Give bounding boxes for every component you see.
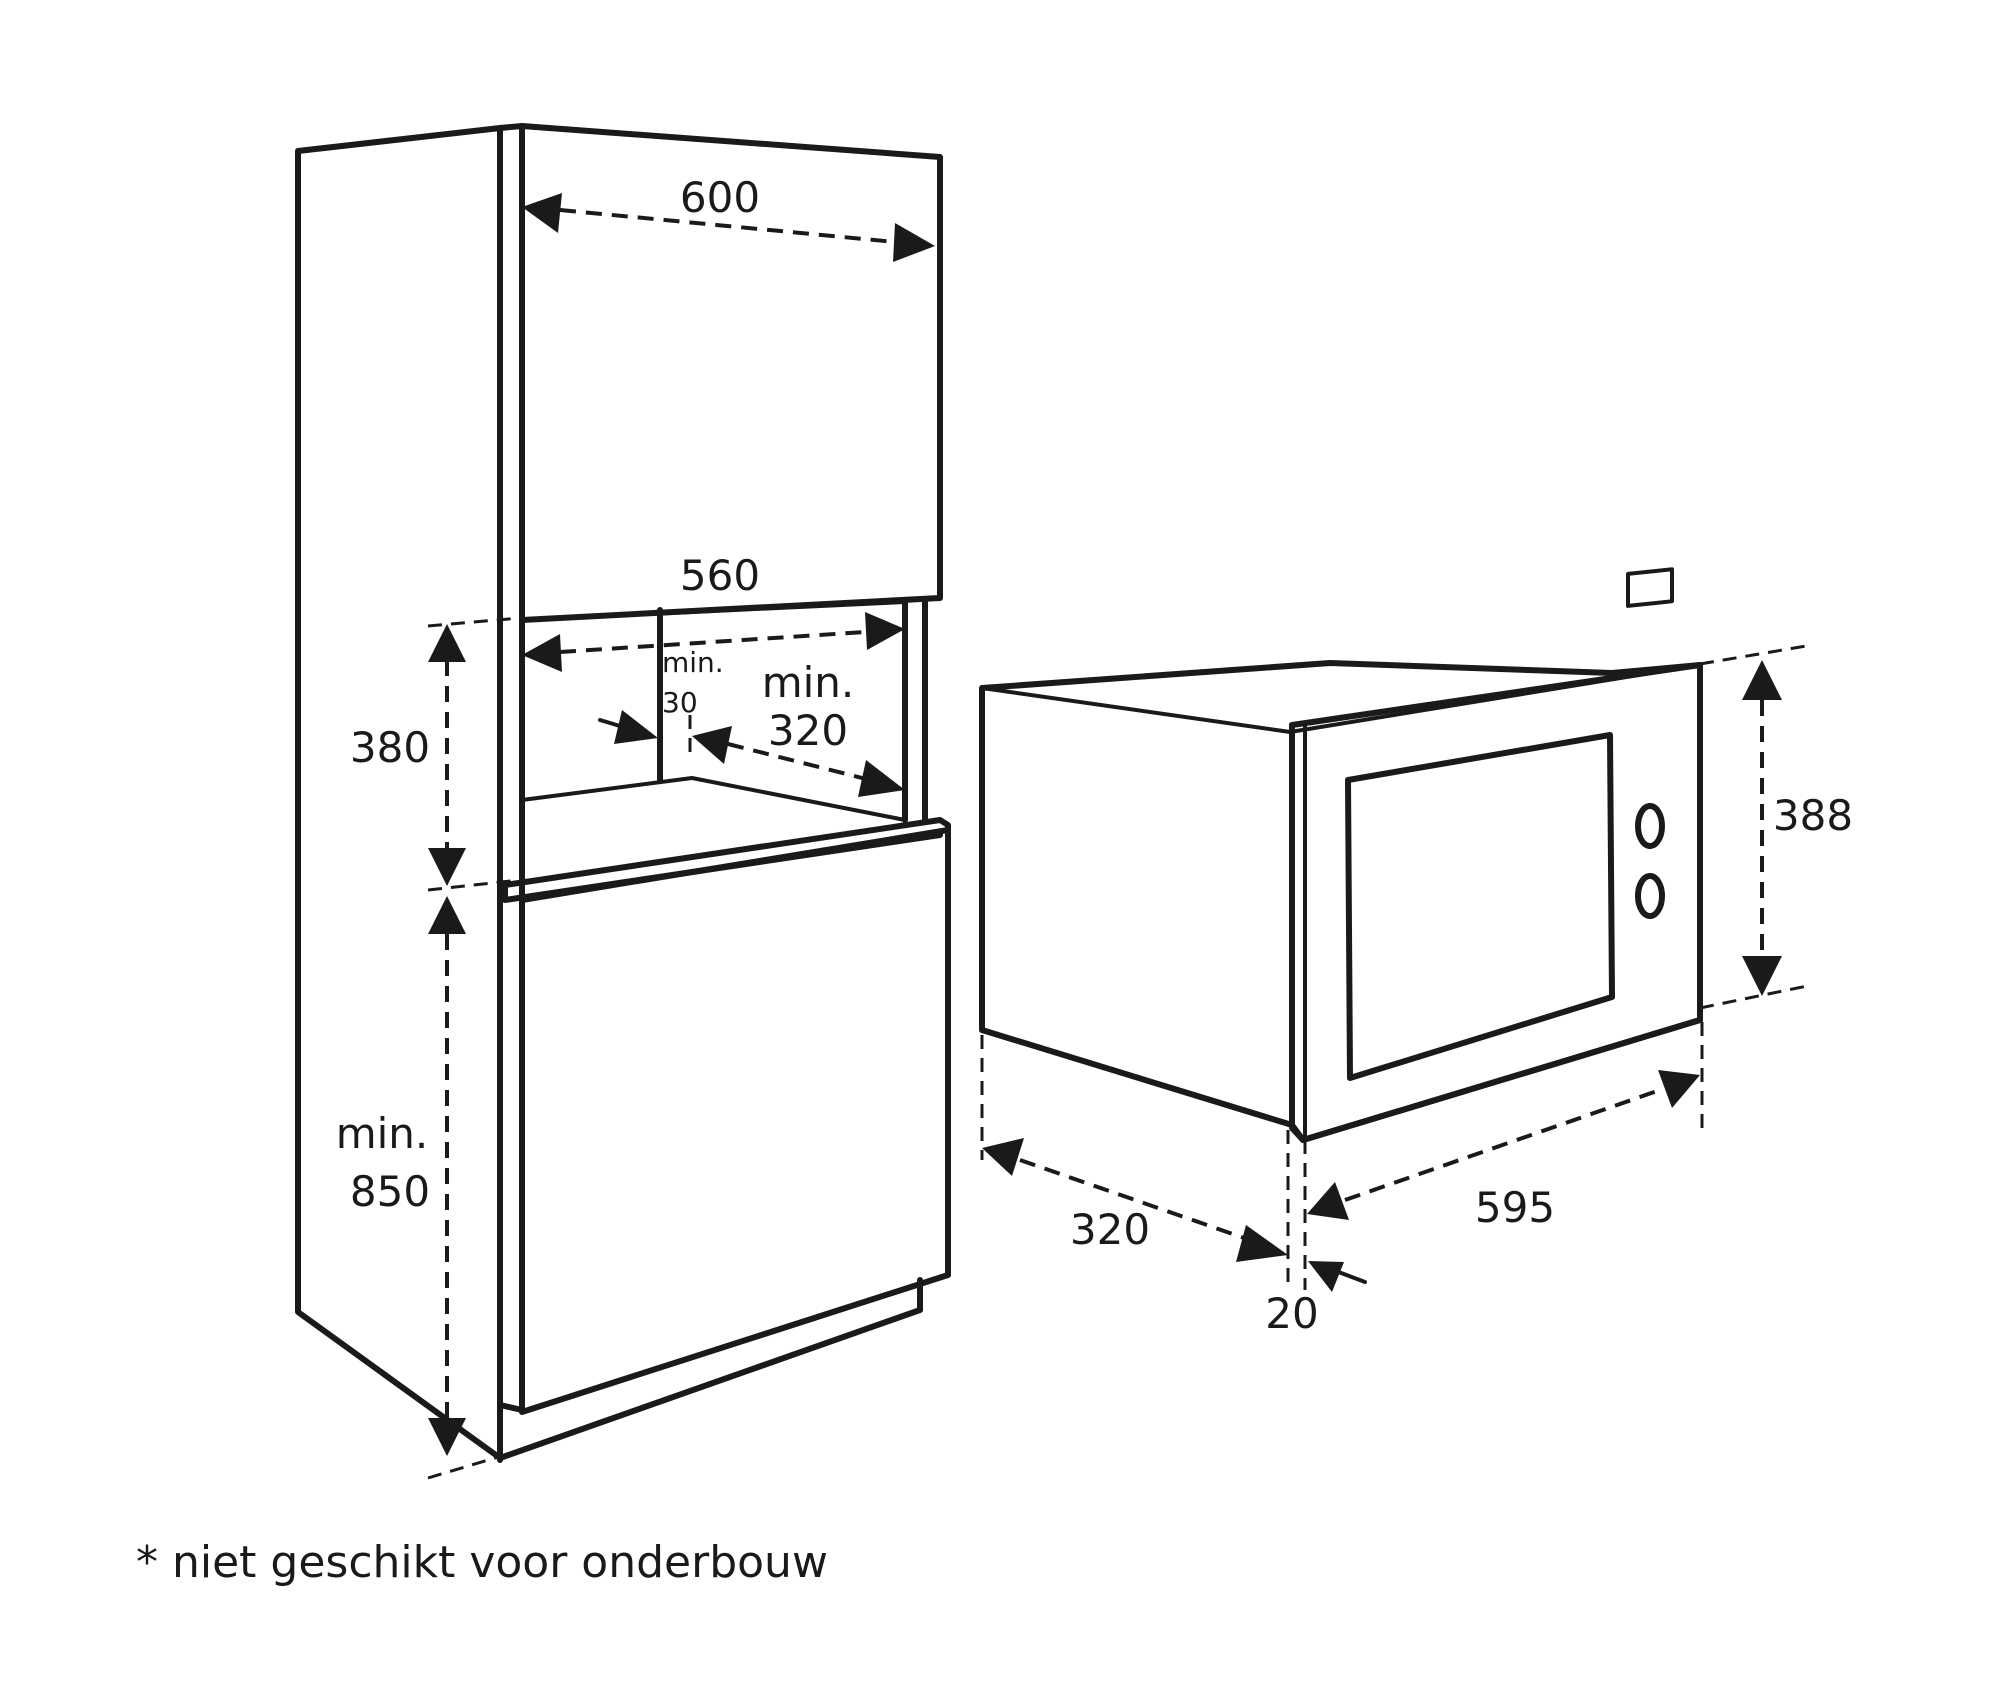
microwave-front-panel <box>1289 662 1703 1143</box>
dim-appliance-width-label: 595 <box>1475 1183 1555 1232</box>
dim-niche-height: 380 <box>350 616 521 892</box>
dim-min-depth: min. 320 <box>692 658 905 797</box>
arrow-head <box>1742 956 1782 996</box>
dim-niche-width: 560 <box>522 551 905 672</box>
arrow-head <box>858 760 905 797</box>
lower-door <box>519 827 951 1415</box>
arrow-head <box>428 624 466 662</box>
dim-appliance-height-label: 388 <box>1773 791 1853 840</box>
dim-base-height: min. 850 <box>336 896 506 1480</box>
arrow-head <box>893 223 935 262</box>
dim-min-depth-label-min: min. <box>762 658 855 707</box>
arrow-head <box>522 193 562 233</box>
microwave-window <box>1345 732 1615 1081</box>
dim-min-gap-label-value: 30 <box>662 686 698 719</box>
cabinet-dimensions: 600 560 min. 30 min. 320 <box>336 173 935 1480</box>
arrow-head <box>865 612 905 650</box>
arrow-head <box>428 896 466 934</box>
arrow-head <box>428 848 466 886</box>
dim-cabinet-width: 600 <box>522 173 935 262</box>
dim-min-gap: min. 30 <box>598 646 724 760</box>
dim-niche-width-label: 560 <box>680 551 760 600</box>
dim-min-depth-label-value: 320 <box>768 706 848 755</box>
cabinet-side-panel <box>295 125 503 1463</box>
niche-floor <box>520 776 907 822</box>
dim-appliance-width: 595 <box>1303 1022 1704 1290</box>
dim-cabinet-width-label: 600 <box>680 173 760 222</box>
arrow-head <box>1308 1261 1344 1292</box>
tall-cabinet <box>295 123 951 1463</box>
arrow-head <box>614 710 658 744</box>
dim-front-thickness-label: 20 <box>1265 1289 1318 1338</box>
plinth <box>497 1277 923 1461</box>
footnote: * niet geschikt voor onderbouw <box>136 1537 828 1588</box>
dim-base-height-label-min: min. <box>336 1109 429 1158</box>
arrow-head <box>1658 1070 1700 1108</box>
cabinet-front-edge <box>497 123 525 1413</box>
microwave-knob-bottom <box>1635 873 1665 919</box>
arrow-head <box>1742 660 1782 700</box>
niche-right-wall <box>902 597 928 823</box>
microwave <box>979 567 1703 1143</box>
arrow-head <box>692 726 732 764</box>
microwave-display <box>1626 567 1674 608</box>
arrow-head <box>428 1418 466 1456</box>
dim-niche-height-label: 380 <box>350 723 430 772</box>
dim-front-thickness: 20 <box>1265 1261 1367 1338</box>
microwave-dimensions: 388 320 595 20 <box>980 643 1853 1338</box>
niche-shelf-top <box>520 600 907 622</box>
arrow-head <box>982 1138 1024 1176</box>
arrow-head <box>1236 1225 1288 1262</box>
dim-min-gap-label-min: min. <box>662 646 724 679</box>
dim-appliance-depth: 320 <box>980 1035 1290 1290</box>
arrow-head <box>1307 1182 1349 1220</box>
microwave-body <box>979 660 1703 1143</box>
dim-appliance-height: 388 <box>1699 643 1853 1010</box>
microwave-knob-top <box>1635 803 1665 849</box>
dim-base-height-label-value: 850 <box>350 1167 430 1216</box>
upper-door <box>519 123 943 623</box>
dim-appliance-depth-label: 320 <box>1070 1205 1150 1254</box>
arrow-head <box>522 634 562 672</box>
